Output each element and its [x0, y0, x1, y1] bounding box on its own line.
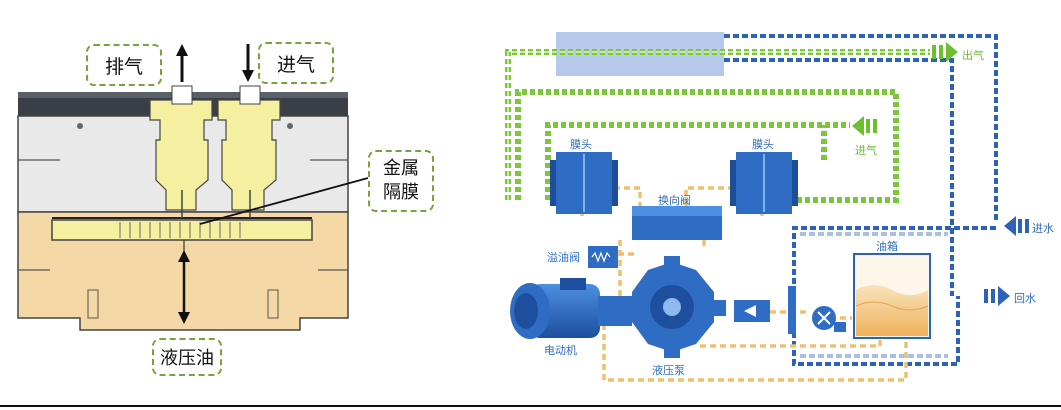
membrane-head-right-label: 膜头 [752, 138, 774, 151]
membrane-head-left-label: 膜头 [570, 138, 592, 151]
water-pipelines-light [800, 232, 948, 358]
motor-label: 电动机 [544, 344, 577, 357]
water-pipelines [724, 34, 998, 366]
gas-pipelines-inner [507, 51, 930, 200]
water-in-arrow-icon [1004, 216, 1029, 236]
intake-text: 进气 [276, 53, 315, 76]
reversing-valve-label: 换向阀 [658, 194, 691, 207]
metal-diaphragm-text-2: 隔膜 [383, 182, 419, 203]
oil-double-arrow [178, 250, 190, 324]
water-return-label: 回水 [1014, 292, 1036, 305]
exhaust-arrow [176, 44, 188, 82]
bottom-divider [0, 405, 1061, 407]
diaphragm-leader-line [199, 177, 369, 225]
membrane-head-left [550, 152, 618, 214]
gas-out-arrow-icon [932, 42, 958, 62]
water-pump [812, 306, 846, 332]
gas-out-label: 出气 [962, 49, 984, 62]
check-valve [734, 300, 770, 322]
motor [510, 278, 632, 339]
reversing-valve [632, 206, 722, 240]
hydraulic-pump-label: 液压泵 [652, 364, 685, 377]
hydraulic-oil-label: 液压油 [152, 338, 222, 376]
oil-tank-label: 油箱 [876, 240, 898, 253]
gas-in-label: 进气 [855, 144, 877, 157]
water-return-arrow-icon [984, 286, 1010, 306]
oil-tank [853, 253, 931, 339]
exhaust-text: 排气 [104, 55, 143, 78]
metal-diaphragm-text-1: 金属 [383, 158, 419, 179]
exhaust-label: 排气 [86, 44, 162, 86]
hydraulic-oil-text: 液压油 [160, 348, 214, 369]
metal-diaphragm-label: 金属 隔膜 [368, 150, 434, 212]
cooler-bar [788, 286, 796, 334]
gas-in-arrow-icon [852, 116, 877, 136]
overflow-valve-label: 溢油阀 [547, 251, 580, 264]
intake-label: 进气 [258, 42, 334, 84]
overflow-valve [588, 246, 618, 268]
water-in-label: 进水 [1032, 222, 1054, 235]
membrane-head-right [730, 152, 798, 214]
hydraulic-pump [632, 256, 726, 358]
intake-arrow [242, 44, 254, 82]
